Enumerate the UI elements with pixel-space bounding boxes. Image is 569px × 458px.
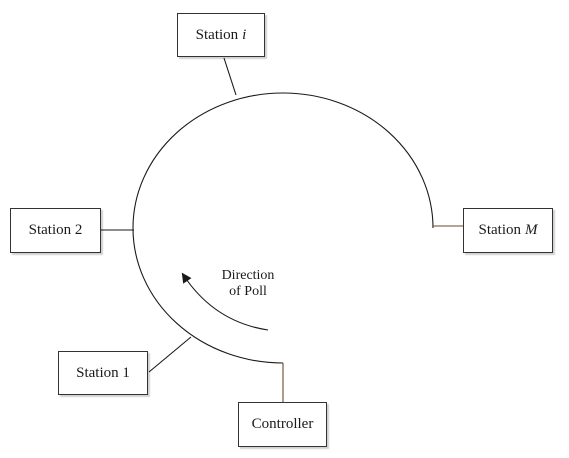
connector-station-1 xyxy=(148,336,192,373)
station-m-variable: M xyxy=(525,222,538,238)
poll-direction-line1: Direction xyxy=(221,268,275,283)
station-2-box: Station 2 xyxy=(10,208,101,253)
poll-direction-label: Direction of Poll xyxy=(210,268,286,300)
controller-label: Controller xyxy=(251,416,314,432)
station-i-label: Station xyxy=(195,26,239,43)
station-m-label: Station xyxy=(478,222,521,238)
station-1-label: Station 1 xyxy=(76,364,130,381)
station-m-box: Station M xyxy=(463,208,553,253)
controller-box: Controller xyxy=(238,402,327,447)
station-2-label: Station 2 xyxy=(28,222,83,238)
station-i-variable: i xyxy=(242,26,247,43)
poll-direction-line2: of Poll xyxy=(229,284,267,299)
ring-arc xyxy=(132,92,434,364)
station-i-box: Station i xyxy=(177,13,265,57)
station-1-box: Station 1 xyxy=(58,351,148,395)
connector-station-i xyxy=(223,57,237,96)
poll-direction-arrow xyxy=(181,272,269,331)
